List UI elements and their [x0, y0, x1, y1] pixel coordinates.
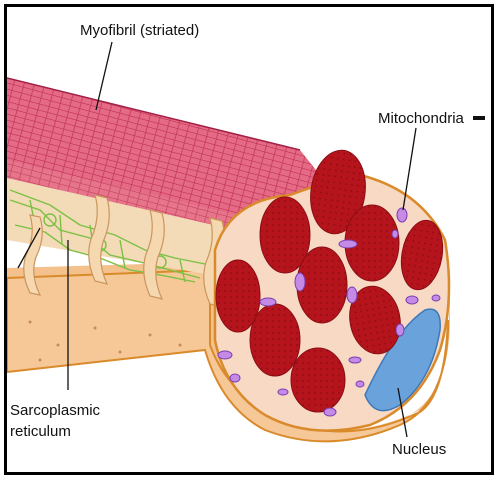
mitochondria-marker	[473, 116, 485, 120]
sarcoplasmic-reticulum-label: Sarcoplasmic reticulum	[10, 400, 100, 442]
mitochondria-label: Mitochondria	[378, 110, 464, 128]
sarcoplasmic-label-line1: Sarcoplasmic	[10, 400, 100, 421]
nucleus-label: Nucleus	[392, 441, 446, 459]
myofibril-leader	[96, 42, 112, 110]
sarcoplasmic-label-line2: reticulum	[10, 421, 100, 442]
myofibril-label: Myofibril (striated)	[80, 22, 199, 40]
